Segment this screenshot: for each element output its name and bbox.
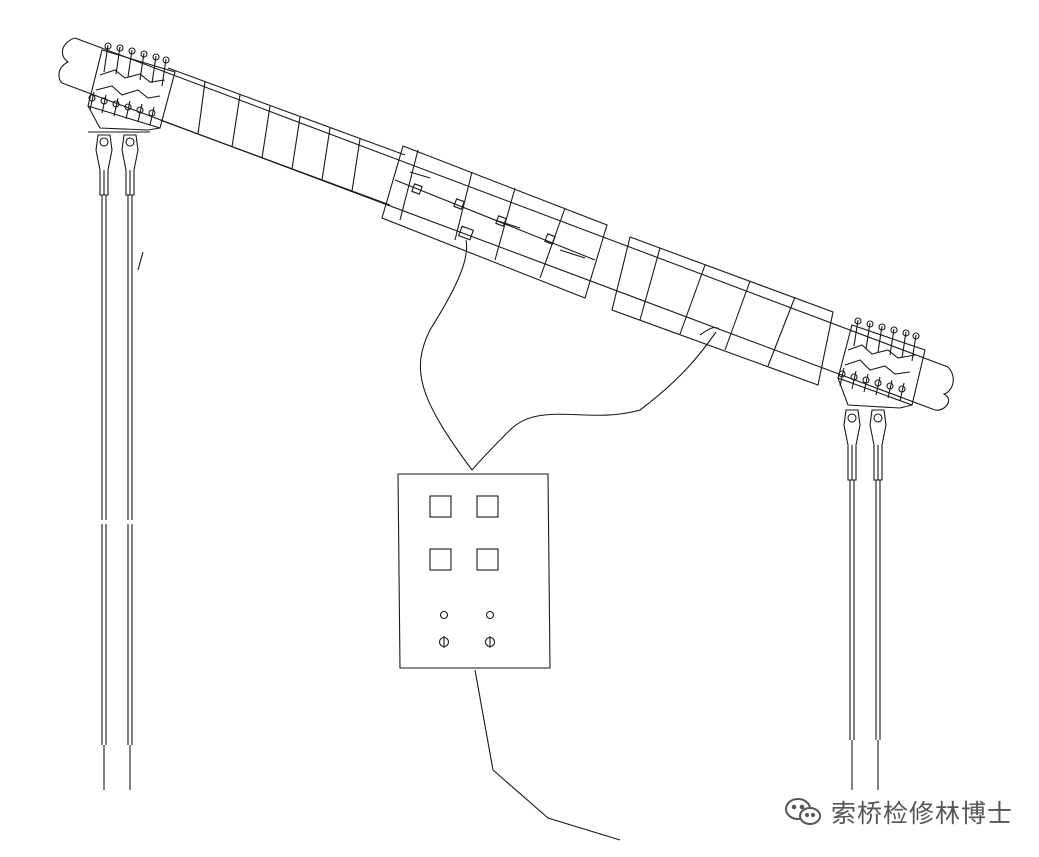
clamp-bolts-bottom-left (88, 91, 156, 126)
sensor-2 (453, 198, 465, 210)
cable-wrap-left (159, 67, 406, 206)
hanger-right-1 (843, 409, 861, 790)
switch-2 (484, 636, 496, 648)
control-box (397, 473, 551, 669)
module-cable-loop (699, 326, 721, 336)
indicator-2 (476, 495, 499, 518)
power-cable (474, 669, 621, 841)
wechat-icon (785, 798, 821, 825)
inspection-module-right (611, 236, 834, 386)
clamp-bolts-top-right (853, 317, 920, 362)
hanger-right-2 (869, 409, 887, 790)
signal-cable-right (471, 331, 717, 471)
clamp-bolts-bottom-right (838, 367, 906, 402)
indicator-4 (476, 548, 499, 571)
cable-clamp-right (837, 317, 926, 409)
indicator-1 (429, 495, 452, 518)
watermark: 索桥检修林博士 (783, 792, 1013, 832)
led-2 (485, 610, 495, 620)
indicator-3 (429, 548, 452, 571)
sensor-3 (495, 215, 507, 227)
cable-end-left (58, 37, 76, 84)
hanger-left-1 (95, 134, 113, 790)
cable-clamp-left (87, 42, 176, 133)
led-1 (439, 610, 449, 620)
sensor-4 (544, 233, 556, 245)
switch-1 (438, 636, 450, 648)
hanger-left-2 (121, 134, 139, 790)
cable-port (457, 225, 475, 241)
clamp-bolts-top-left (103, 42, 170, 87)
signal-cable-left (419, 239, 473, 471)
cable-end-right (934, 366, 954, 411)
inspection-robot (381, 145, 608, 299)
sensor-1 (411, 183, 423, 195)
watermark-text: 索桥检修林博士 (831, 799, 1014, 828)
leader-line (137, 251, 144, 271)
